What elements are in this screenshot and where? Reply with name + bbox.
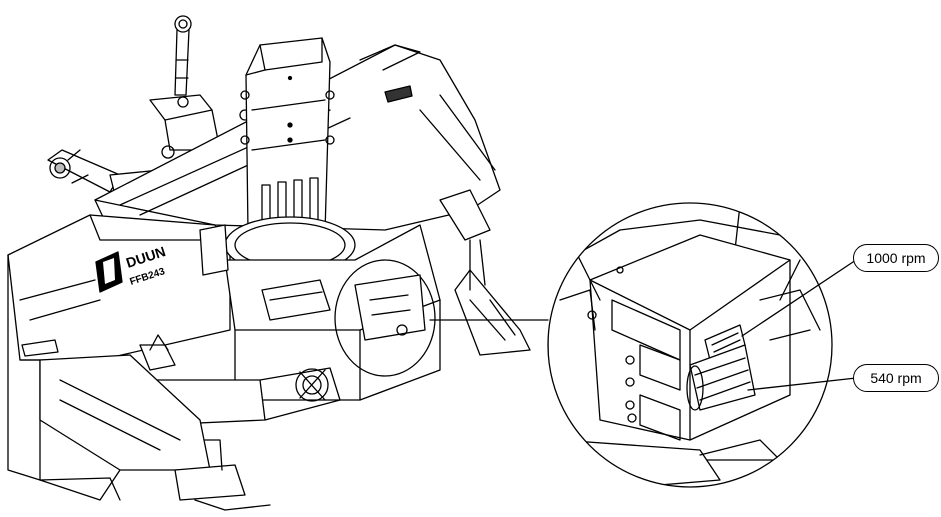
discharge-chute	[224, 37, 356, 274]
leader-line-540	[747, 377, 857, 391]
callout-1000-rpm: 1000 rpm	[853, 244, 939, 272]
callout-540-rpm: 540 rpm	[853, 364, 939, 392]
detail-view	[547, 202, 833, 488]
brand-logo: DUUN FFB243	[95, 243, 167, 293]
leader-line-1000	[741, 259, 857, 337]
detail-marker-circle	[334, 259, 436, 377]
snow-blower-assembly: DUUN FFB243	[7, 15, 531, 511]
skids	[39, 189, 531, 511]
detail-circle-outline	[547, 202, 833, 488]
